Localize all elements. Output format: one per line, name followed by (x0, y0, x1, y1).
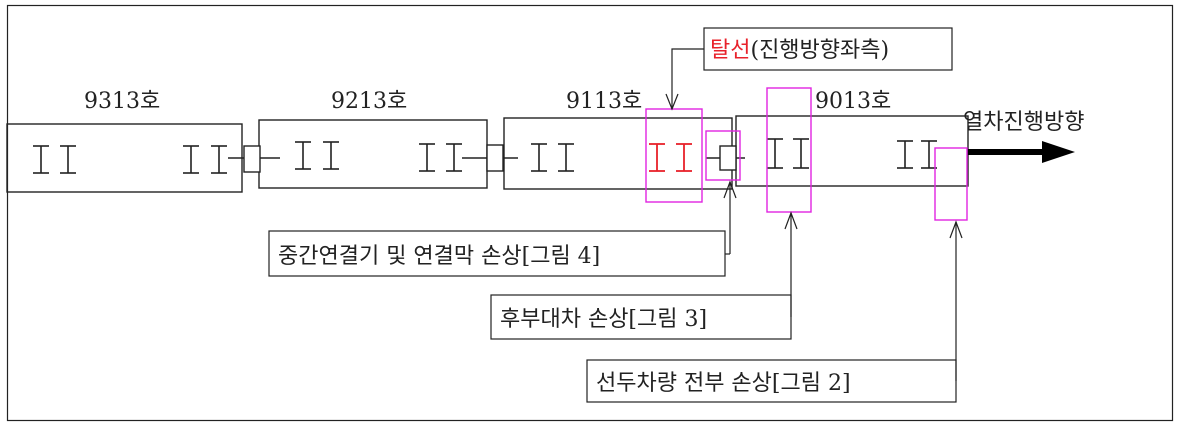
derail-callout-text: 탈선(진행방향좌측) (710, 38, 889, 63)
car-body-9213 (258, 119, 488, 189)
arrowhead-icon (949, 220, 963, 239)
derailed-wheelsets (649, 143, 692, 172)
wheelset-icon (446, 143, 462, 172)
arrowhead-icon (665, 93, 679, 111)
wheelset-icon (295, 141, 311, 170)
coupler-icon (719, 145, 737, 171)
derail-callout-rest: (진행방향좌측) (750, 38, 889, 63)
wheelset-icon (323, 141, 339, 170)
direction-label: 열차진행방향 (963, 110, 1084, 135)
outer-frame (6, 4, 1174, 422)
wheelset-icon (558, 143, 574, 172)
wheelset-icon (419, 143, 435, 172)
derail-callout-highlight: 탈선 (710, 38, 750, 63)
car-label-9013: 9013호 (815, 89, 891, 114)
coupler-icon (243, 145, 261, 173)
couplers (228, 144, 745, 173)
wheelset-icon (531, 143, 547, 172)
highlights (645, 87, 968, 221)
derail-leader-line (671, 48, 704, 109)
car-label-9113: 9113호 (566, 89, 642, 114)
direction-arrow-icon (968, 141, 1075, 163)
car-body-9013 (735, 115, 969, 187)
wheelset-icon (33, 145, 49, 174)
coupler-highlight-box (705, 130, 741, 181)
wheelset-icon (767, 138, 783, 169)
car-label-9213: 9213호 (331, 89, 407, 114)
rear-bogie-callout-text: 후부대차 손상[그림 3] (500, 307, 707, 332)
front-car-callout-text: 선두차량 전부 손상[그림 2] (596, 371, 851, 396)
rear-bogie-highlight-box (766, 87, 812, 213)
wheelset-icon (60, 145, 76, 174)
derail-highlight-box (645, 108, 703, 203)
wheelset-icon (793, 138, 809, 169)
coupler-icon (486, 144, 504, 172)
derailed-wheelset-icon (676, 143, 692, 172)
arrowhead-icon (784, 211, 798, 230)
front-car-highlight-box (934, 147, 968, 221)
car-body-9313 (6, 123, 243, 193)
car-label-9313: 9313호 (84, 89, 160, 114)
wheelset-icon (183, 145, 199, 174)
coupler-callout-text: 중간연결기 및 연결막 손상[그림 4] (278, 244, 600, 269)
derailed-wheelset-icon (649, 143, 665, 172)
wheelsets (33, 138, 937, 174)
arrowhead-icon (723, 180, 737, 199)
wheelset-icon (897, 140, 913, 169)
wheelset-icon (211, 145, 227, 174)
